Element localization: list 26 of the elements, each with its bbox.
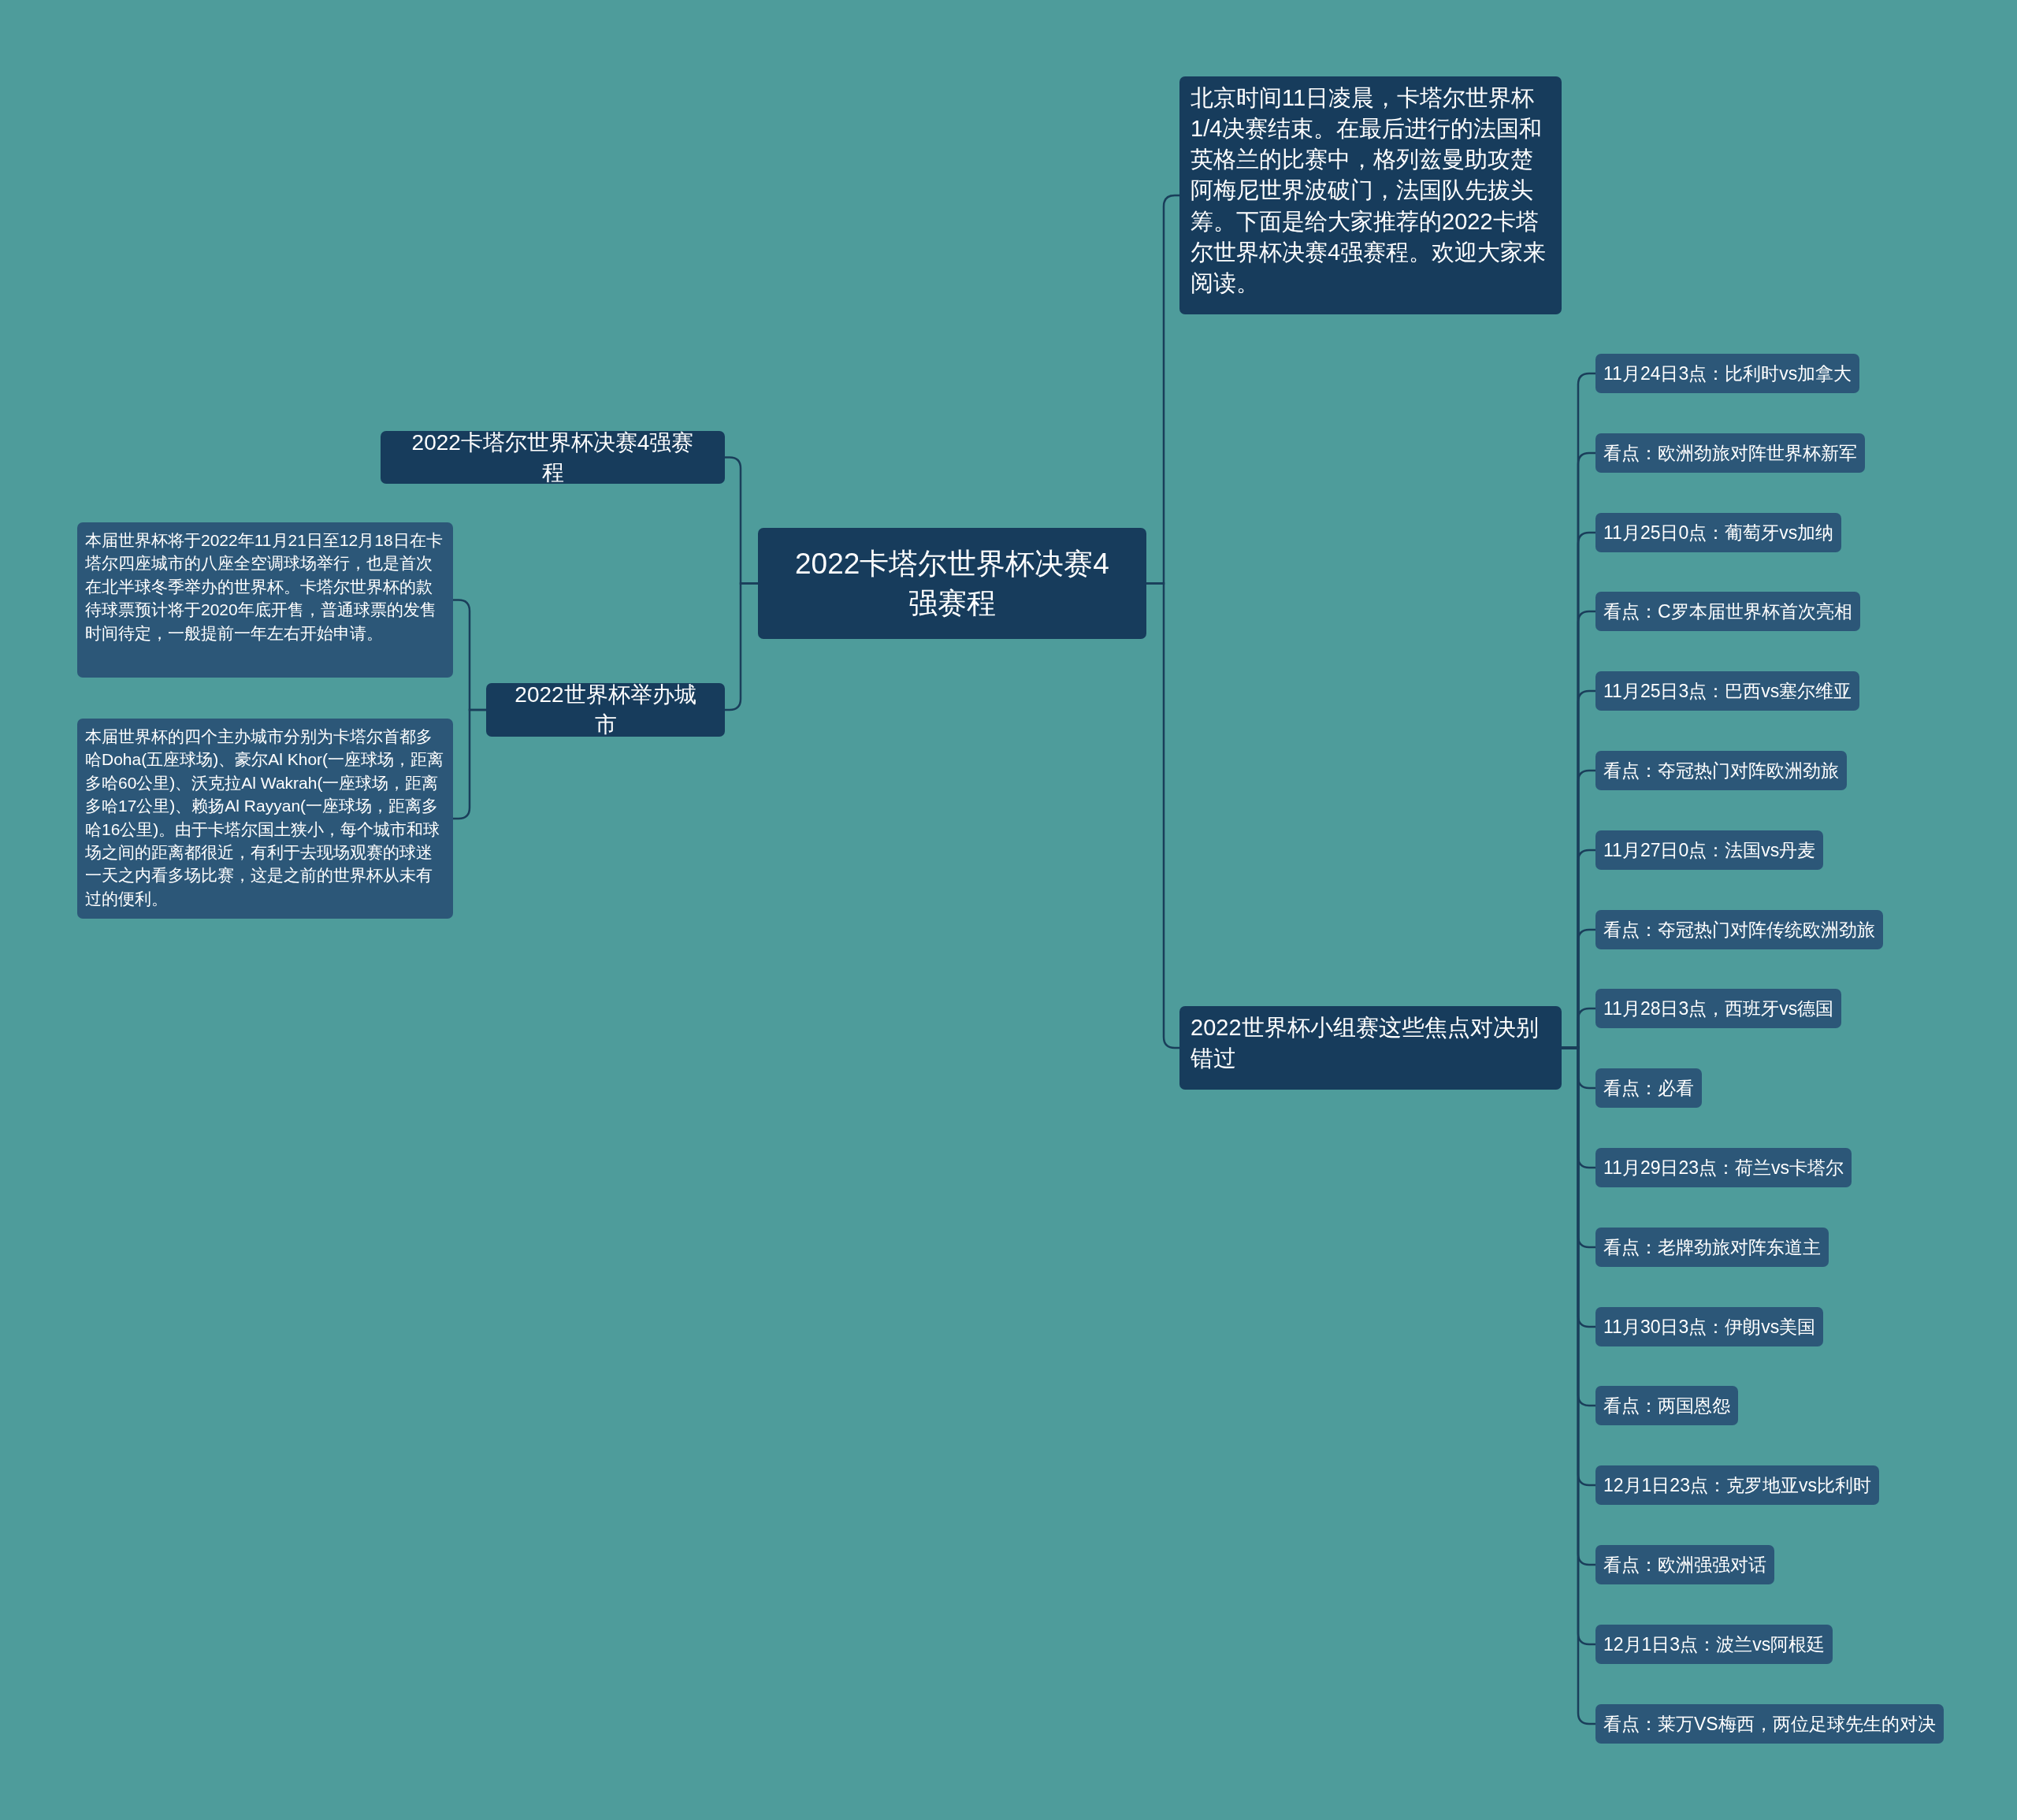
topic-box: 看点：夺冠热门对阵传统欧洲劲旅 — [1595, 909, 1883, 949]
topic-box: 11月29日23点：荷兰vs卡塔尔 — [1595, 1148, 1852, 1187]
note-box: 本届世界杯的四个主办城市分别为卡塔尔首都多哈Doha(五座球场)、豪尔Al Khor(一座球场，距离多哈60公里)、沃克拉Al Wakrah(一座球场，距离多哈17公里)、赖扬Al Rayyan(一座球场，距离多哈16公里)。由于卡塔尔国土狭小，每个城市和球场之间的距离都很近，有利于去现场观赛的球迷一天之内看多场比赛，这是之前的世界杯从未有过的便利。 — [77, 719, 453, 919]
topic-box: 看点：欧洲劲旅对阵世界杯新军 — [1595, 433, 1865, 473]
topic-box: 看点：欧洲强强对话 — [1595, 1545, 1774, 1584]
topic-box: 2022卡塔尔世界杯决赛4强赛程 — [381, 431, 725, 484]
topic-box: 11月30日3点：伊朗vs美国 — [1595, 1306, 1824, 1346]
topic-box: 11月25日0点：葡萄牙vs加纳 — [1595, 512, 1842, 552]
topic-box: 11月27日0点：法国vs丹麦 — [1595, 830, 1824, 870]
topic-box: 2022世界杯举办城市 — [486, 683, 725, 737]
topic-box: 看点：老牌劲旅对阵东道主 — [1595, 1227, 1829, 1267]
topic-box: 2022世界杯小组赛这些焦点对决别错过 — [1179, 1006, 1562, 1090]
topic-box: 看点：C罗本届世界杯首次亮相 — [1595, 592, 1860, 632]
topic-box: 看点：夺冠热门对阵欧洲劲旅 — [1595, 751, 1847, 790]
topic-box: 看点：莱万VS梅西，两位足球先生的对决 — [1595, 1703, 1944, 1744]
topic-box: 北京时间11日凌晨，卡塔尔世界杯1/4决赛结束。在最后进行的法国和英格兰的比赛中，格列兹曼助攻楚阿梅尼世界波破门，法国队先拔头筹。下面是给大家推荐的2022卡塔尔世界杯决赛4强赛程。欢迎大家来阅读。 — [1179, 76, 1562, 314]
topic-box: 11月28日3点，西班牙vs德国 — [1595, 989, 1842, 1029]
topic-box: 12月1日23点：克罗地亚vs比利时 — [1595, 1465, 1879, 1506]
topic-box: 12月1日3点：波兰vs阿根廷 — [1595, 1624, 1833, 1664]
topic-box: 看点：两国恩怨 — [1595, 1386, 1738, 1426]
topic-box: 看点：必看 — [1595, 1068, 1702, 1109]
topic-box: 11月25日3点：巴西vs塞尔维亚 — [1595, 671, 1860, 711]
connector-line — [453, 708, 486, 820]
central-topic-box: 2022卡塔尔世界杯决赛4强赛程 — [758, 528, 1146, 639]
topic-box: 11月24日3点：比利时vs加拿大 — [1595, 354, 1860, 393]
note-box: 本届世界杯将于2022年11月21日至12月18日在卡塔尔四座城市的八座全空调球场举行，也是首次在北半球冬季举办的世界杯。卡塔尔世界杯的款待球票预计将于2020年底开售，普通球票的发售时间待定，一般提前一年左右开始申请。 — [77, 522, 453, 678]
